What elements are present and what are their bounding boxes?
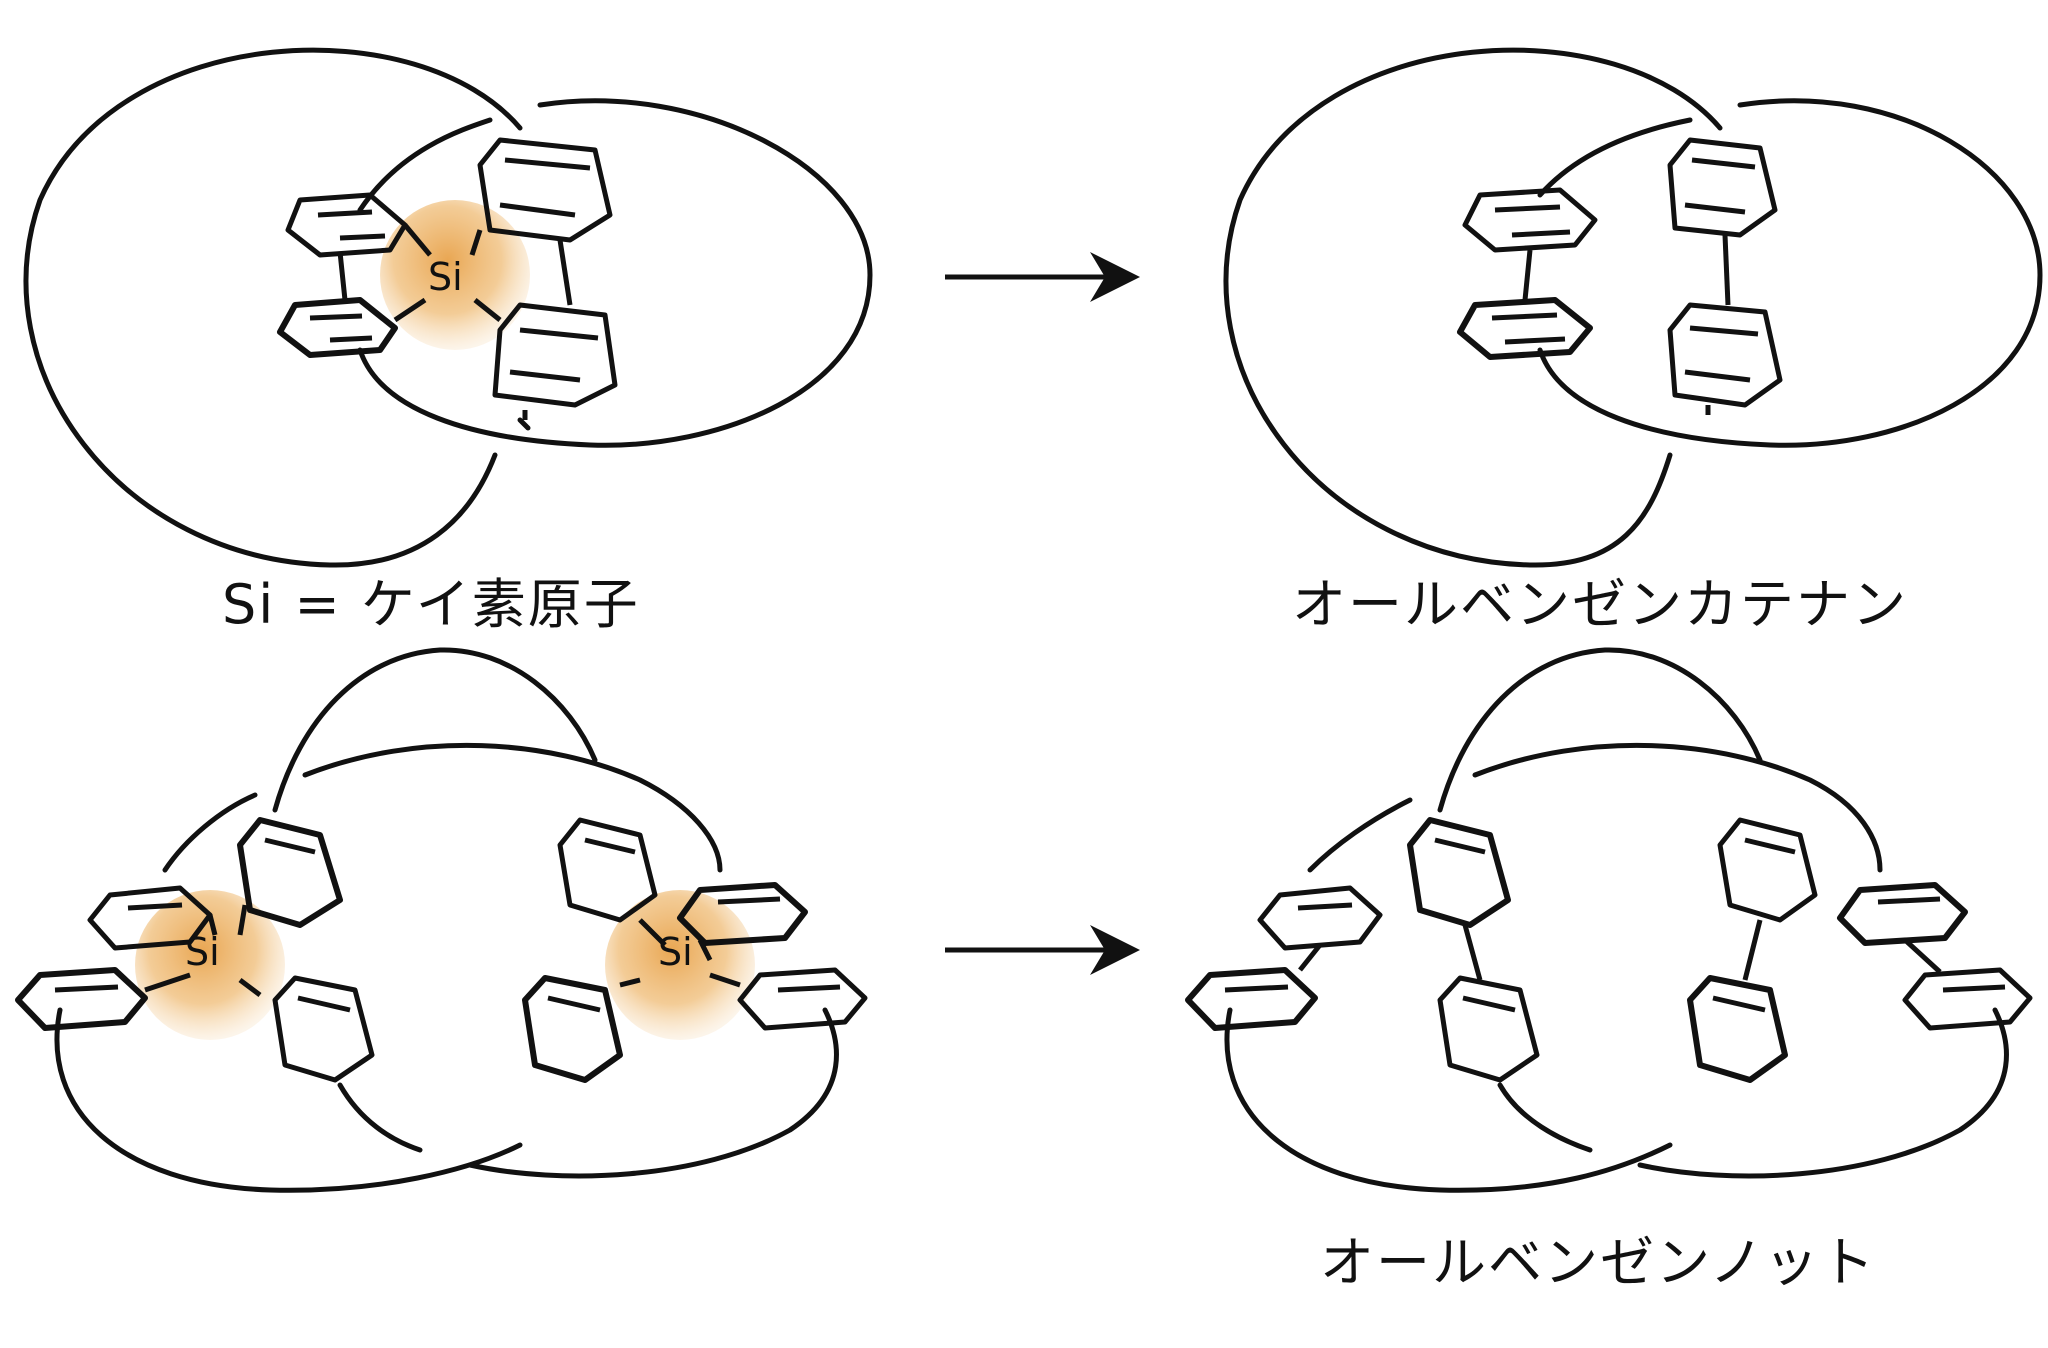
knot-strand-left-arc (1307, 797, 1413, 873)
knot-strand-left-arc (162, 792, 258, 873)
knot-strand-wide-arc (302, 742, 723, 873)
macrocycle-ring-left (1223, 47, 1723, 568)
knot-strand-top-arc (272, 647, 598, 813)
knot-strand-top-arc (1437, 647, 1763, 813)
ring-connector (357, 117, 493, 213)
macrocycle-ring-left (23, 47, 523, 568)
knot-strand-wide-arc (1472, 742, 1883, 873)
si-highlight-2 (135, 890, 755, 1040)
biphenyl-left-2 (1457, 187, 1598, 360)
panel-si-catenane (23, 47, 873, 568)
knot-strand-bottom-right (467, 1007, 839, 1179)
knot-label: オールベンゼンノット (1320, 1231, 1877, 1294)
panel-catenane (1223, 47, 2043, 568)
macrocycle-ring-right (1537, 98, 2043, 448)
knot-rings-right (522, 817, 868, 1083)
ring-connector-lower (517, 417, 531, 431)
ring-connector (1537, 117, 1693, 198)
si-atom-label-3: Si (658, 930, 693, 974)
si-legend-label: Si = ケイ素原子 (222, 573, 640, 636)
si-atom-label-2: Si (185, 930, 220, 974)
knot-strand-bottom-left (54, 1007, 523, 1193)
biphenyl-right-2 (1667, 137, 1783, 415)
knot-biphenyls (1185, 817, 2033, 1083)
biphenyl-unit-right-1 (469, 137, 618, 420)
biphenyl-unit-left-1 (277, 192, 432, 358)
knot-rings-left (15, 817, 375, 1083)
macrocycle-ring-right (357, 98, 873, 448)
panel-knot (1224, 647, 2009, 1193)
knot-strand-bottom-right (1637, 1007, 2009, 1179)
knot-strand-inner (1497, 1082, 1593, 1153)
catenane-label: オールベンゼンカテナン (1292, 573, 1908, 636)
knot-strand-bottom-left (1224, 1007, 1673, 1193)
si-atom-label-1: Si (428, 255, 463, 299)
knot-strand-inner (337, 1082, 423, 1153)
panel-si-knot (54, 647, 839, 1193)
